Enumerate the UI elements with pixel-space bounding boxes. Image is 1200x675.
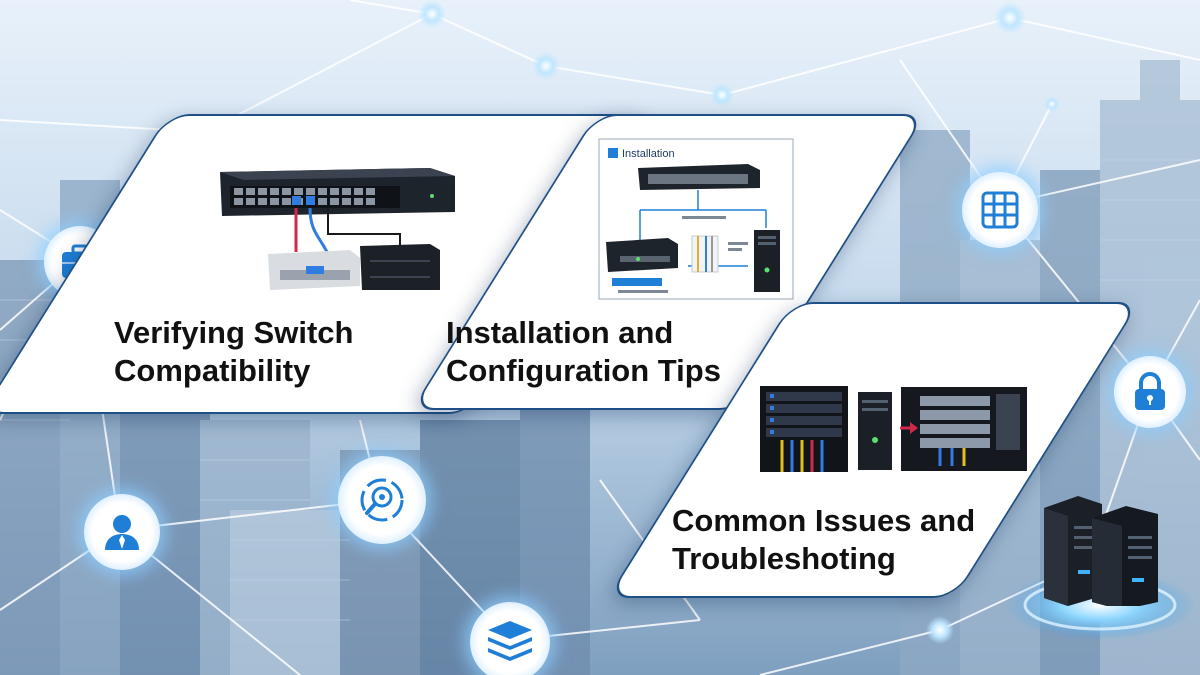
server-tower-icon [1044, 496, 1158, 606]
user-node [84, 494, 160, 570]
database-stack-icon [488, 621, 532, 661]
database-node [470, 602, 550, 675]
padlock-icon [1135, 372, 1165, 410]
spreadsheet-node [962, 172, 1038, 248]
spreadsheet-grid-icon [981, 191, 1019, 229]
network-search-node [338, 456, 426, 544]
network-search-icon [360, 478, 404, 522]
user-icon [105, 515, 139, 550]
padlock-node [1114, 356, 1186, 428]
